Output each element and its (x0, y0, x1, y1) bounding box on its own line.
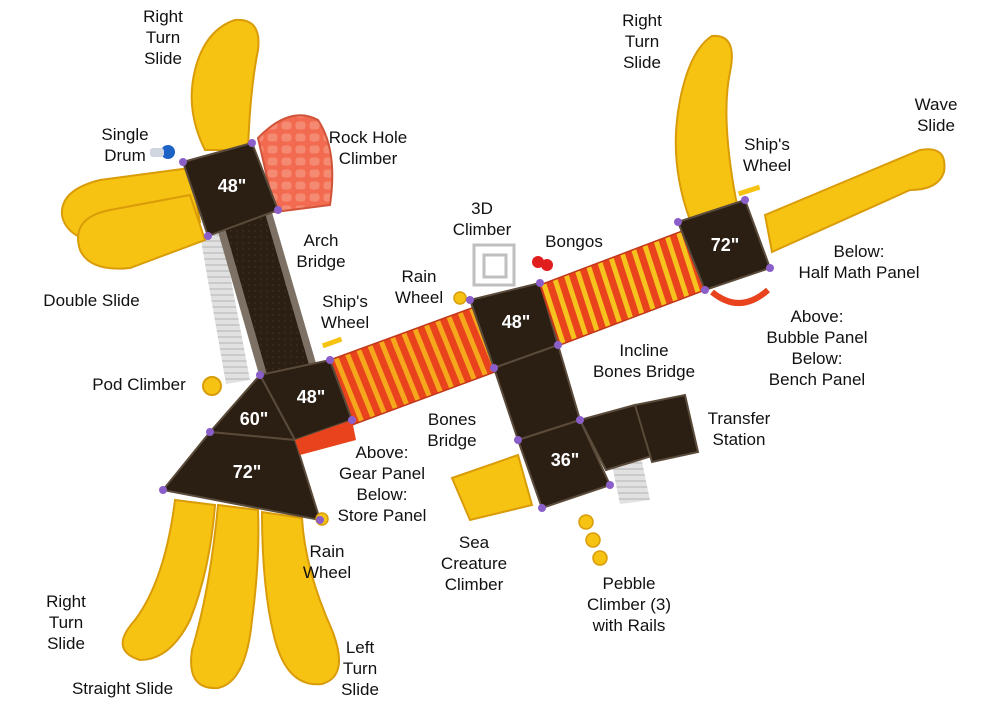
deck-height-48-top-left: 48" (218, 176, 247, 196)
deck-height-36: 36" (551, 450, 580, 470)
arch-bridge (206, 178, 318, 385)
label-pod-climber: Pod Climber (92, 375, 186, 394)
deck-height-72-left: 72" (233, 462, 262, 482)
double-slide (60, 166, 207, 270)
climber-3d (472, 243, 516, 287)
deck-height-48-center: 48" (502, 312, 531, 332)
ships-wheel-right-icon (737, 184, 761, 197)
rain-wheel-top-icon (453, 291, 467, 305)
deck-height-60: 60" (240, 409, 269, 429)
label-bongos: Bongos (545, 232, 603, 251)
ladder-left (200, 232, 250, 384)
straight-slides-bottom (121, 498, 340, 690)
pebble-climbers (578, 514, 608, 566)
sea-creature-climber (450, 453, 534, 522)
deck-height-72-right: 72" (711, 235, 740, 255)
deck-cluster-left (161, 358, 356, 522)
rock-hole-climber (256, 114, 334, 214)
label-double-slide: Double Slide (43, 291, 140, 310)
transfer-station (578, 393, 700, 472)
bongos (532, 256, 553, 271)
pod-climber (202, 376, 222, 396)
right-turn-slide-right (674, 34, 740, 222)
deck-height-48-left: 48" (297, 387, 326, 407)
right-turn-slide-top (190, 18, 260, 151)
label-straight-slide: Straight Slide (71, 679, 174, 698)
wave-slide (763, 148, 946, 254)
single-drum (150, 145, 175, 159)
clamps (159, 139, 774, 524)
label-half-math-panel: Below:Half Math Panel (798, 242, 920, 282)
ships-wheel-left-icon (321, 336, 343, 349)
